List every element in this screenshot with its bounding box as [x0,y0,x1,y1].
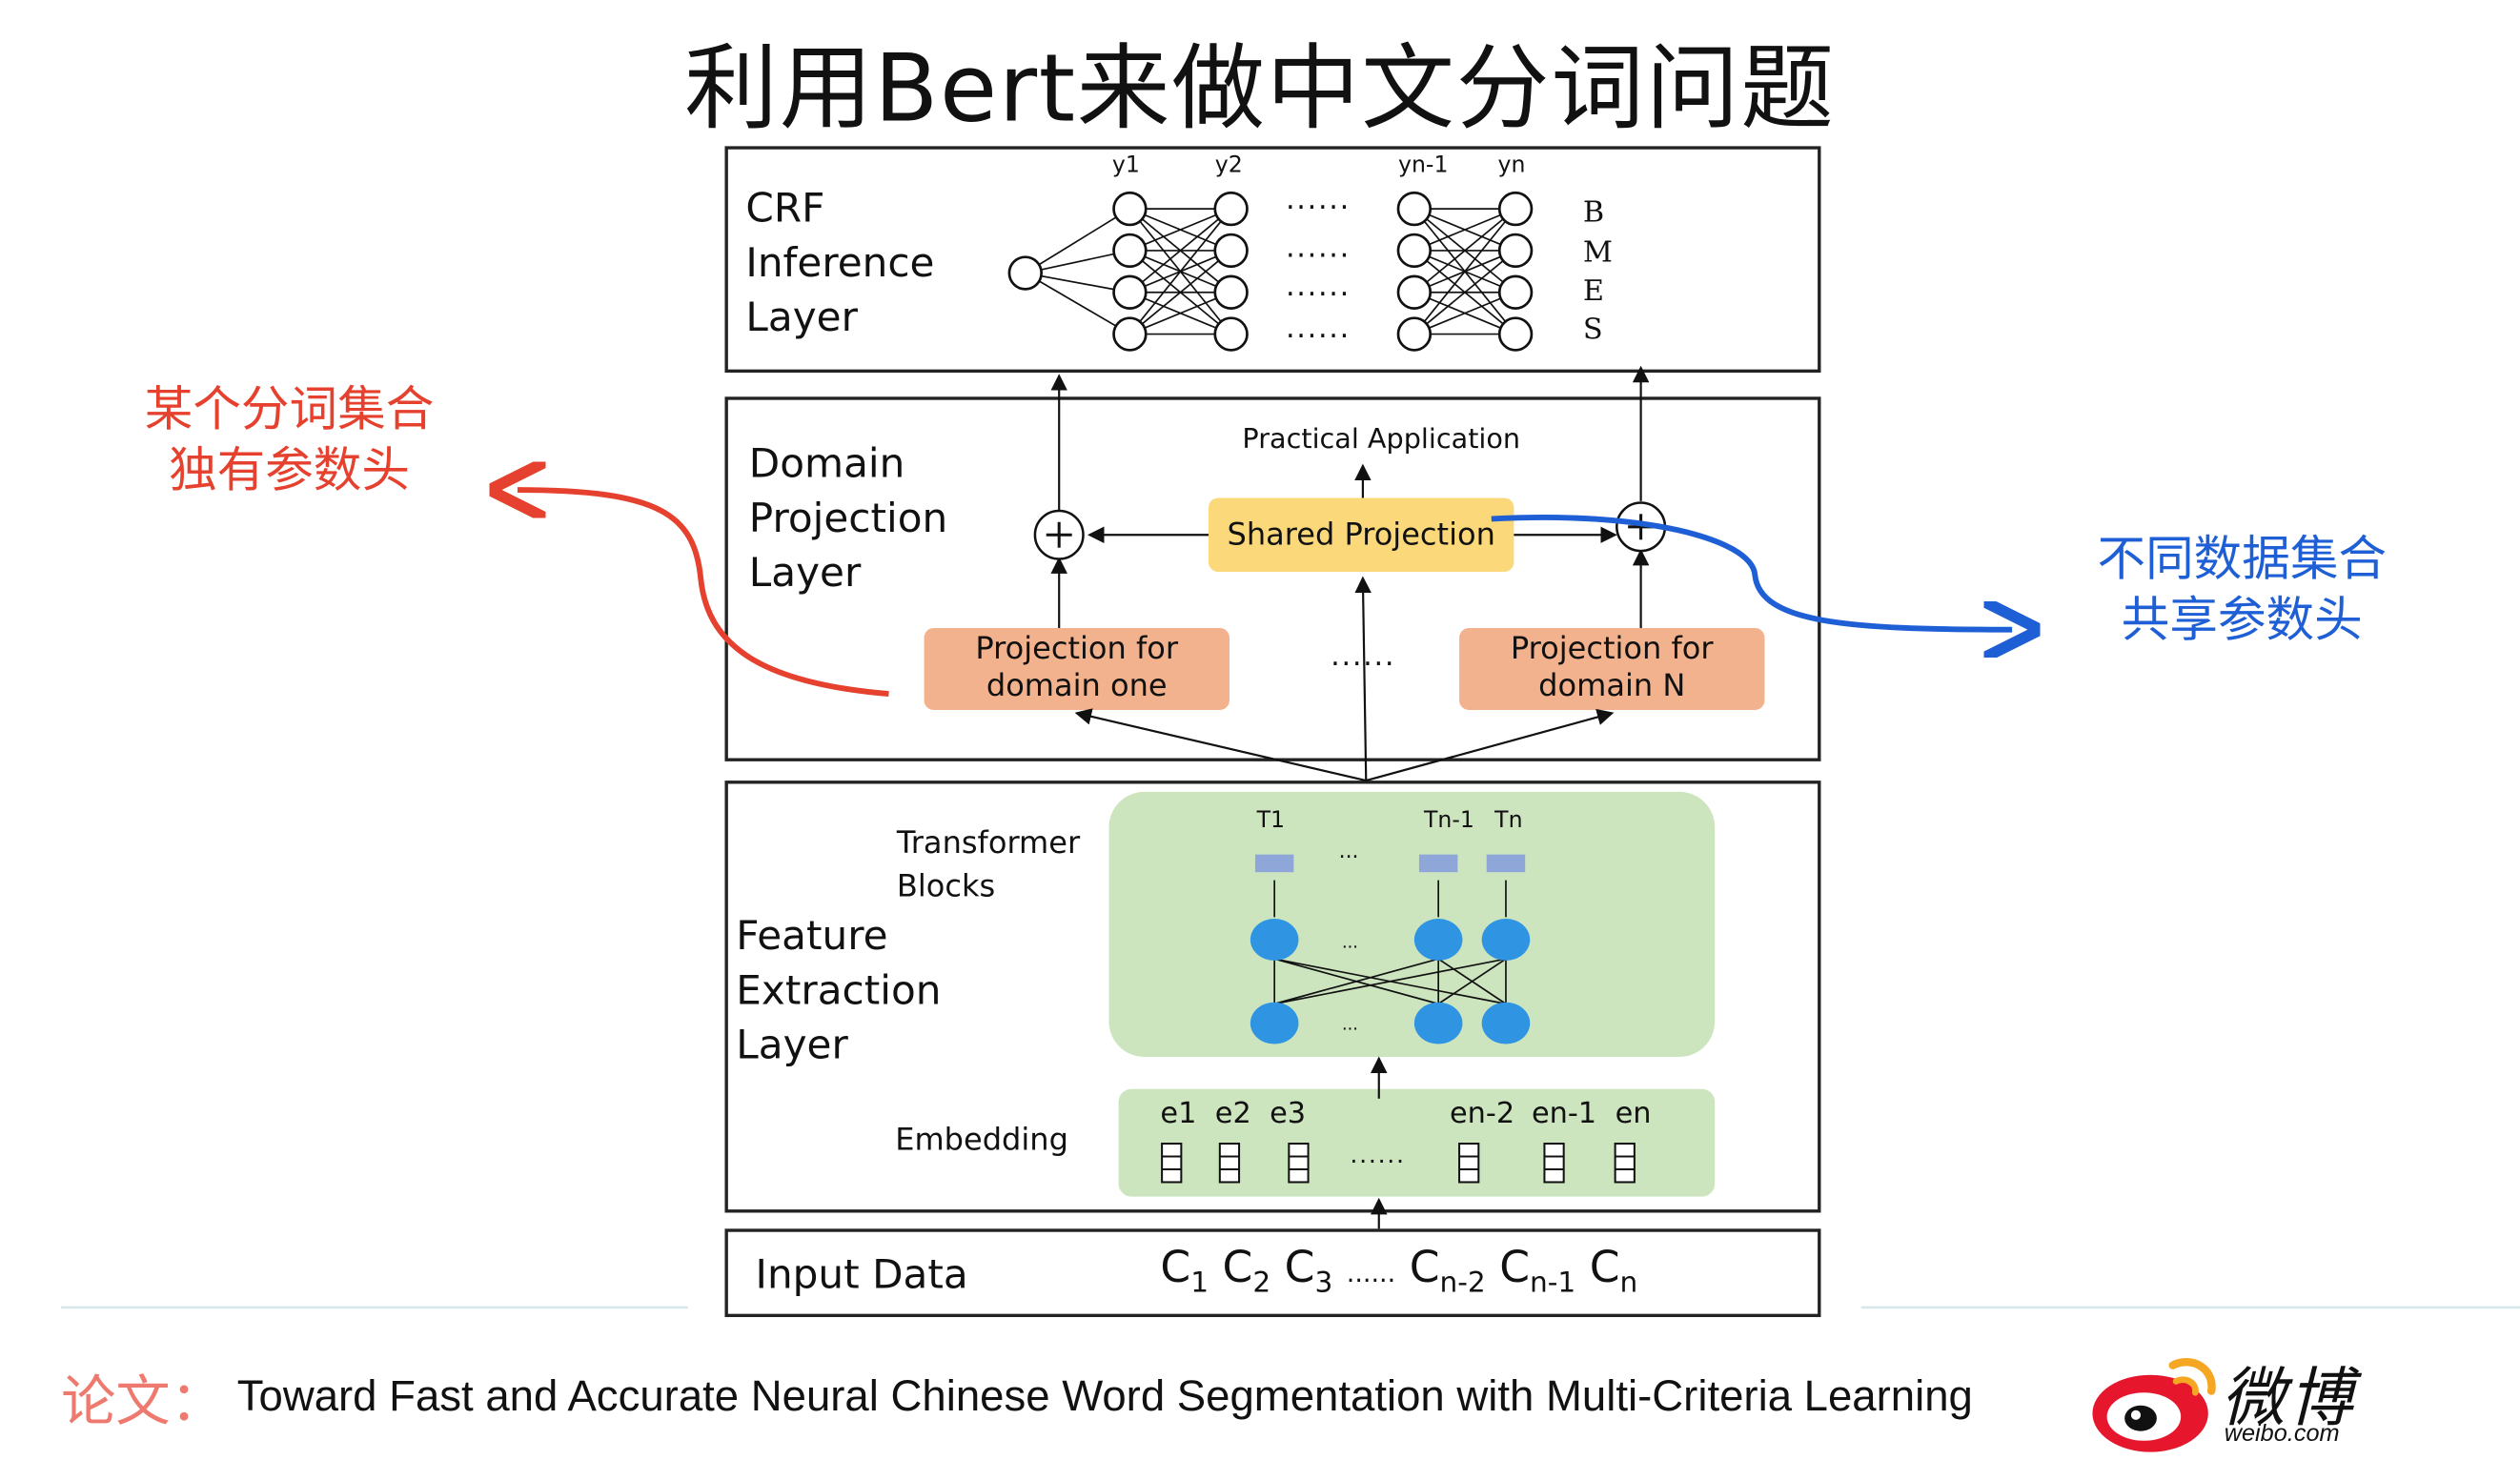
crf-node [1112,316,1148,352]
crf-node [1112,274,1148,310]
yn-1-label: yn-1 [1397,152,1449,179]
transformer-output-token [1254,854,1294,873]
crf-inference-layer [724,146,1821,374]
weibo-logo-text: 微博 [2221,1362,2356,1436]
embedding-vector [1458,1142,1480,1184]
en-label: en [1615,1097,1652,1131]
embedding-label: Embedding [895,1123,1068,1159]
y2-label: y2 [1214,152,1243,179]
paper-caption-text: Toward Fast and Accurate Neural Chinese … [236,1371,1973,1420]
crf-node [1497,233,1534,269]
tag-m: M [1582,235,1613,271]
transformer-dots: ... [1342,931,1358,952]
e3-label: e3 [1270,1097,1307,1131]
y1-label: y1 [1111,152,1140,179]
transformer-node [1481,919,1531,961]
tn-label: Tn [1494,807,1523,834]
page-title: 利用Bert来做中文分词问题 [684,33,1836,144]
crf-node [1213,274,1249,310]
crf-dots-2: ...... [1285,231,1351,266]
e2-label: e2 [1214,1097,1251,1131]
transformer-node [1250,919,1299,961]
transformer-node [1413,1002,1463,1044]
crf-node [1497,274,1534,310]
embedding-vector [1614,1142,1636,1184]
weibo-logo-url: weibo.com [2224,1419,2340,1448]
en-1-label: en-1 [1531,1097,1597,1131]
domain-dots: ...... [1331,639,1396,674]
transformer-output-token [1418,854,1458,873]
shared-projection-box: Shared Projection [1209,497,1514,573]
crf-node [1396,274,1433,310]
crf-node [1213,316,1249,352]
crf-node [1396,233,1433,269]
crf-dots-1: ...... [1285,183,1351,217]
crf-node [1396,316,1433,352]
embedding-vector [1218,1142,1241,1184]
input-data-layer [724,1228,1821,1318]
crf-dots-3: ...... [1285,270,1351,304]
crf-node [1213,233,1249,269]
yn-label: yn [1497,152,1526,179]
crf-node [1112,191,1148,227]
en-2-label: en-2 [1449,1097,1515,1131]
transformer-node [1413,919,1463,961]
tag-s: S [1582,313,1603,348]
projection-domain-one-box: Projection for domain one [924,627,1230,710]
transformer-node [1250,1002,1299,1044]
e1-label: e1 [1160,1097,1197,1131]
projection-domain-n-box: Projection for domain N [1459,627,1765,710]
left-annotation: 某个分词集合 独有参数头 [144,383,435,498]
input-dots: ...... [1346,1257,1396,1288]
crf-dots-4: ...... [1285,311,1351,346]
crf-node [1497,191,1534,227]
right-annotation: 不同数据集合 共享参数头 [2097,533,2388,648]
tag-e: E [1582,274,1605,309]
crf-node [1396,191,1433,227]
domain-layer-name: Domain Projection Layer [748,439,948,597]
crf-input-node [1007,255,1044,291]
transformer-node [1481,1002,1531,1044]
crf-node [1213,191,1249,227]
crf-layer-name: CRF Inference Layer [745,184,935,341]
embedding-vector [1288,1142,1310,1184]
tn-1-label: Tn-1 [1423,807,1474,834]
paper-caption: 论文： Toward Fast and Accurate Neural Chin… [61,1357,1973,1436]
embedding-vector [1161,1142,1183,1184]
paper-caption-label: 论文： [61,1371,226,1433]
input-layer-name: Input Data [755,1250,968,1298]
transformer-blocks-panel [1108,791,1716,1057]
weibo-eye-icon [2092,1358,2216,1452]
embedding-dots: ...... [1350,1140,1406,1169]
feature-layer-name: Feature Extraction Layer [736,912,942,1068]
practical-application-label: Practical Application [1242,423,1521,456]
transformer-dots: ... [1342,1013,1358,1034]
tag-b: B [1582,195,1605,231]
transformer-output-token [1486,854,1526,873]
embedding-vector [1543,1142,1565,1184]
crf-node [1112,233,1148,269]
weibo-logo: 微博 weibo.com [2089,1340,2394,1455]
crf-node [1497,316,1534,352]
t-dots-label: ... [1338,840,1359,864]
input-sequence: C1 C2 C3 ...... Cn-2 Cn-1 Cn [1160,1243,1638,1301]
t1-label: T1 [1256,807,1286,834]
transformer-blocks-label: Transformer Blocks [896,825,1081,904]
